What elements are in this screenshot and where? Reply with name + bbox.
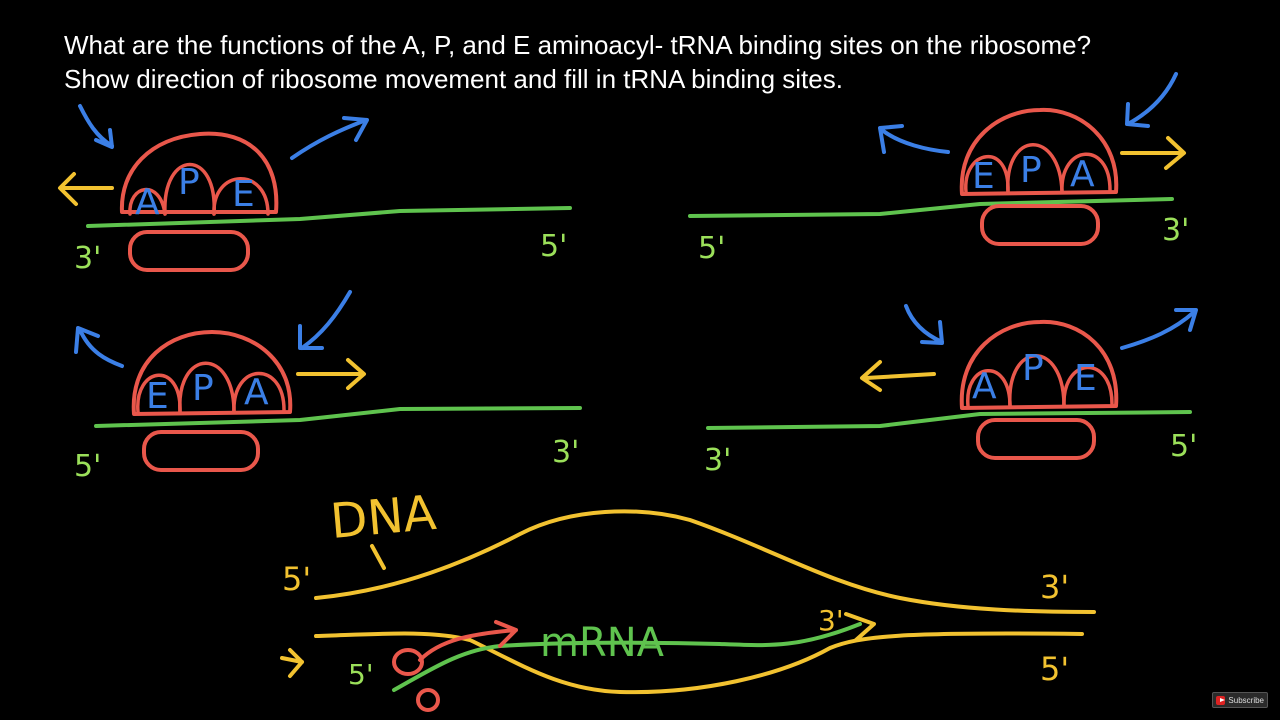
mrna-3prime: 3' [818,604,844,637]
panel-top-right: E P A 5' 3' [688,72,1189,266]
ribosome-large-subunit [131,330,293,416]
site-label-2: P [1020,150,1042,191]
panel-middle-left: E P A 5' 3' [74,290,582,484]
polymerase-small-loop [416,688,440,712]
trna-enter-arrow [298,290,352,350]
trna-exit-arrow [878,124,950,154]
site-label-2: P [1022,348,1044,389]
site-arch-3 [1062,365,1114,408]
mrna-strand [706,410,1192,430]
ribosome-small-subunit [976,418,1096,460]
trna-exit-arrow [74,326,124,368]
trna-exit-arrow [1120,308,1198,350]
dna-label: DNA [328,485,438,550]
start-arrow [280,648,304,678]
dna-top-5prime: 5' [282,560,311,598]
site-label-1: E [972,156,995,197]
site-arch-1 [128,187,167,216]
mrna-strand [94,406,582,428]
mrna-strand [86,206,572,228]
trna-exit-arrow [290,116,369,160]
trna-enter-arrow [78,104,114,149]
youtube-play-icon [1216,695,1226,705]
site-label-2: P [192,368,214,409]
panel-middle-right: A P E 3' 5' [704,304,1198,478]
site-label-3: E [1074,358,1097,399]
transcription-diagram: DNA mRNA 5' 3' 5' 5' 3' [280,485,1096,712]
question-text: What are the functions of the A, P, and … [64,28,1091,96]
movement-arrow [58,172,114,206]
mrna-arrow-head [844,612,876,642]
site-label-3: E [232,174,255,215]
end-label-left: 5' [74,449,101,484]
mrna-label: mRNA [540,620,665,666]
movement-arrow [860,360,936,392]
dna-top-strand [314,509,1096,614]
subscribe-button[interactable]: Subscribe [1212,692,1268,708]
ribosome-large-subunit [119,131,279,214]
mrna-5prime: 5' [348,658,374,691]
site-arch-2 [178,361,236,414]
site-arch-2 [1008,354,1066,408]
site-label-1: A [135,182,160,223]
site-label-1: E [146,376,169,417]
rna-polymerase-loop [392,648,424,676]
panel-top-left: A P E 3' 5' [58,104,572,276]
question-line-1: What are the functions of the A, P, and … [64,30,1092,60]
ribosome-small-subunit [128,230,250,272]
site-label-1: A [972,366,997,407]
rna-polymerase-arrow [418,620,518,662]
end-label-right: 3' [1162,213,1189,248]
end-label-right: 5' [1170,429,1197,464]
site-label-2: P [178,162,200,203]
end-label-left: 5' [698,231,725,266]
site-arch-2 [1006,143,1064,194]
end-label-left: 3' [74,241,101,276]
ribosome-large-subunit [959,107,1119,196]
question-line-2: Show direction of ribosome movement and … [64,64,843,94]
end-label-left: 3' [704,443,731,478]
trna-enter-arrow [904,304,944,345]
site-label-3: A [1070,154,1095,195]
movement-arrow [296,358,366,390]
site-arch-3 [212,177,270,216]
trna-enter-arrow [1125,72,1178,128]
movement-arrow [1120,136,1186,170]
dna-top-3prime: 3' [1040,568,1069,606]
dna-bottom-strand [314,631,1084,695]
ribosome-small-subunit [142,430,260,472]
dna-bottom-5prime: 5' [1040,650,1069,688]
mrna-strand [688,197,1174,218]
mrna-transcript [392,622,862,692]
site-arch-1 [966,369,1012,408]
dna-label-pointer [370,544,386,570]
site-arch-2 [163,162,216,216]
subscribe-label: Subscribe [1228,695,1264,705]
site-arch-3 [1060,152,1112,194]
site-label-3: A [244,372,269,413]
site-arch-3 [232,371,286,414]
ribosome-small-subunit [980,204,1100,246]
end-label-right: 5' [540,229,567,264]
ribosome-large-subunit [959,319,1119,410]
end-label-right: 3' [552,435,579,470]
